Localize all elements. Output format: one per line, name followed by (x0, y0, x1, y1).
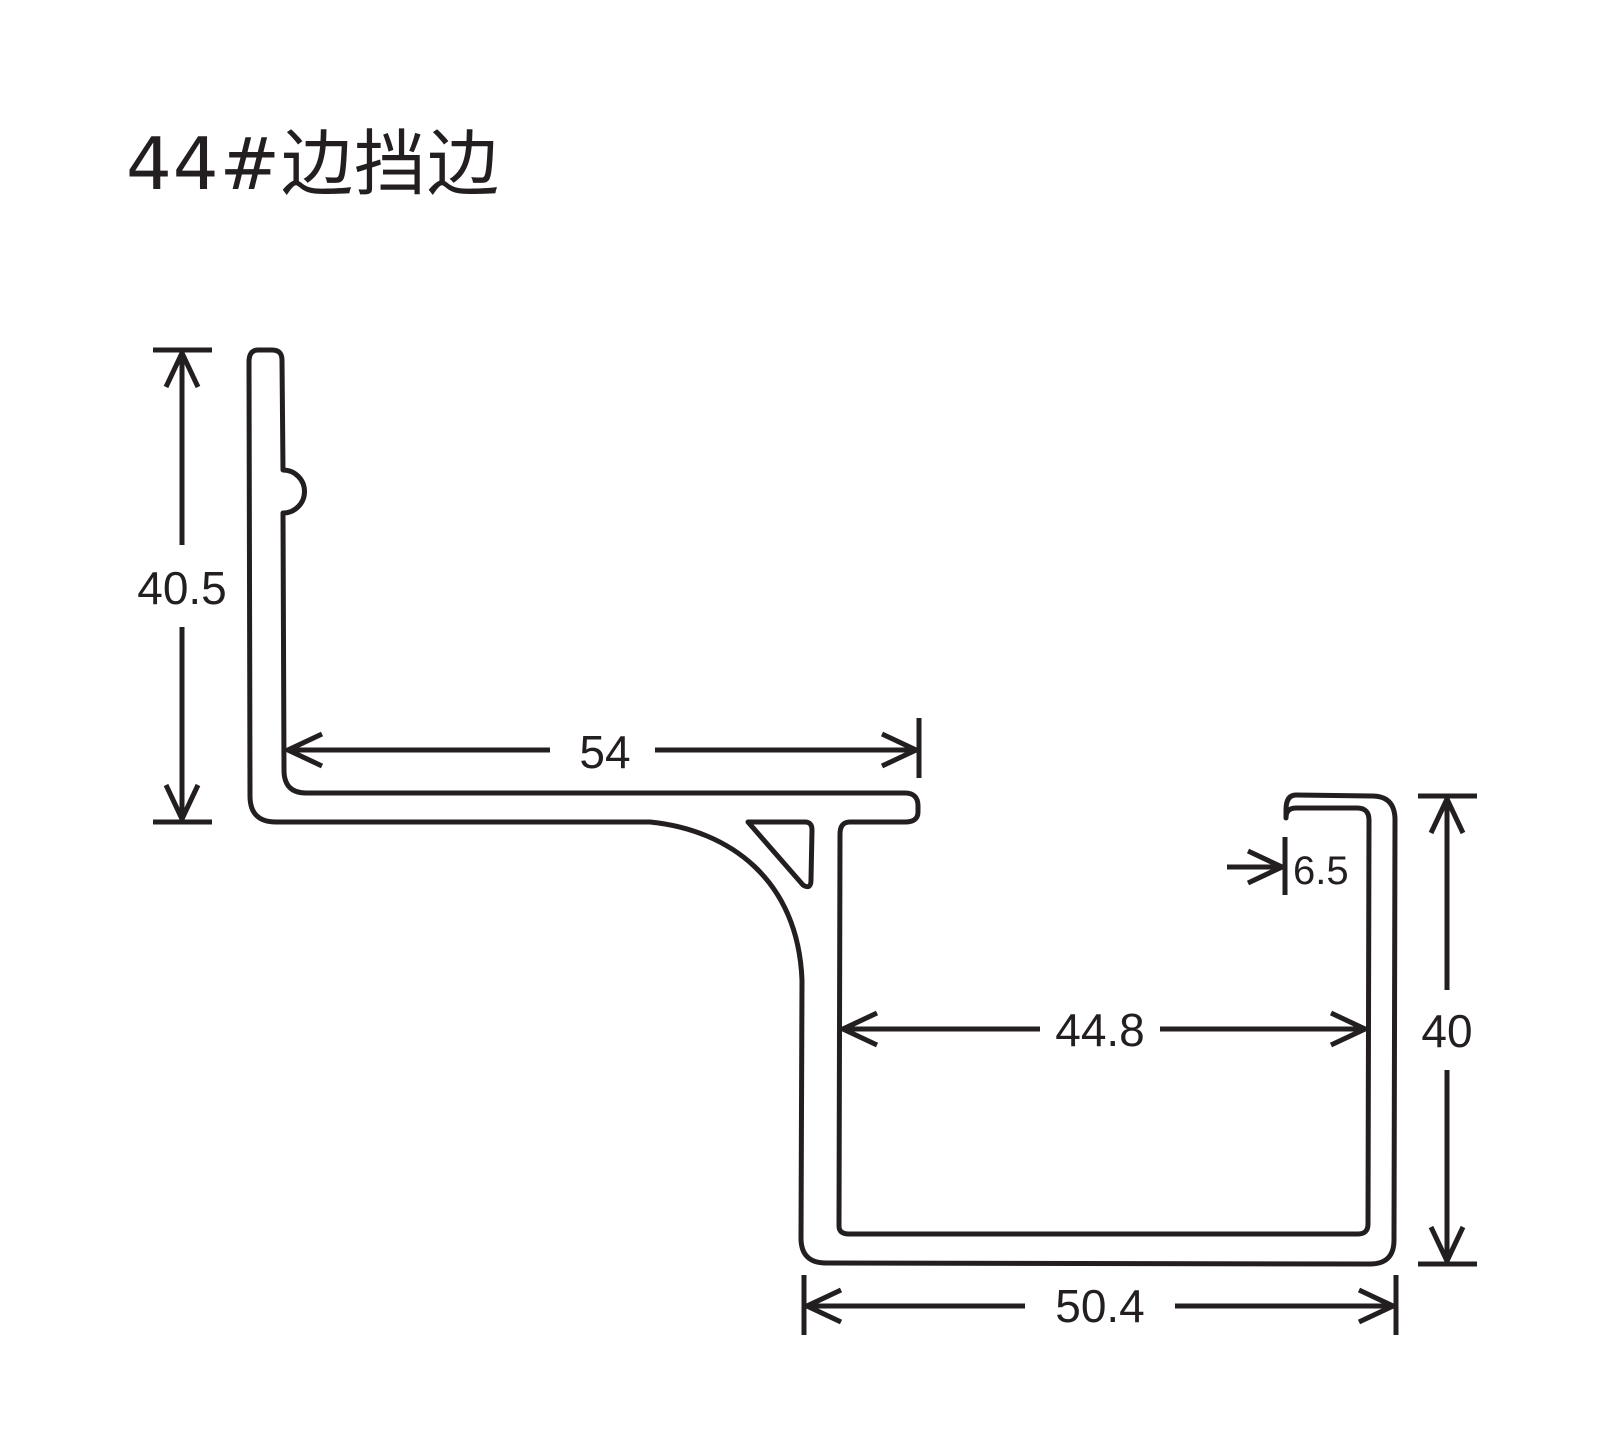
dimension-label-bottom-width: 50.4 (1055, 1280, 1145, 1332)
profile-outer-contour (246, 347, 1398, 1267)
dimension-label-right-height: 40 (1421, 1005, 1472, 1057)
dimension-label-inner-width: 44.8 (1055, 1004, 1145, 1056)
dimension-left-height (153, 347, 212, 825)
dimension-top-width (288, 718, 922, 778)
dimension-bottom-width (801, 1275, 1399, 1335)
profile-outline (246, 347, 1398, 1267)
dimension-right-height (1418, 793, 1477, 1267)
profile-triangle-rib (745, 819, 815, 890)
page-title: 44#边挡边 (126, 122, 500, 206)
dimension-label-left-height: 40.5 (137, 562, 227, 614)
dimension-lip (1227, 837, 1288, 895)
dimension-label-lip: 6.5 (1293, 849, 1349, 893)
dimension-label-top-width: 54 (579, 726, 630, 778)
